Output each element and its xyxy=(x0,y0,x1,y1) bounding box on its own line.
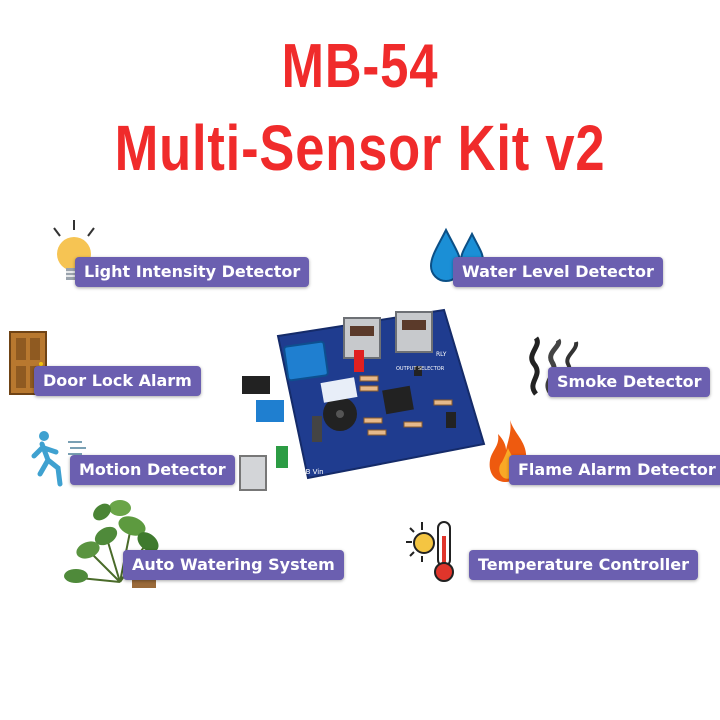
title-line-2: Multi-Sensor Kit v2 xyxy=(114,112,606,184)
board-relay-label: RLY xyxy=(436,351,447,358)
feature-motion-detector: Motion Detector xyxy=(70,455,235,485)
title-line-1: MB-54 xyxy=(281,32,439,101)
thermometer-sun-icon xyxy=(402,518,464,584)
door-icon xyxy=(8,330,48,396)
board-port-label: USB Vin xyxy=(296,468,324,476)
feature-water-level: Water Level Detector xyxy=(453,257,663,287)
board-selector-label: OUTPUT SELECTOR xyxy=(396,366,445,372)
pcb-board-image: USB Vin OUTPUT SELECTOR RLY xyxy=(238,296,490,500)
feature-smoke-detector: Smoke Detector xyxy=(548,367,711,397)
feature-door-lock-alarm: Door Lock Alarm xyxy=(34,366,201,396)
running-person-icon xyxy=(26,428,92,488)
feature-temperature-controller: Temperature Controller xyxy=(469,550,699,580)
feature-auto-watering: Auto Watering System xyxy=(123,550,344,580)
feature-light-intensity: Light Intensity Detector xyxy=(75,257,310,287)
feature-flame-alarm: Flame Alarm Detector xyxy=(509,455,720,485)
